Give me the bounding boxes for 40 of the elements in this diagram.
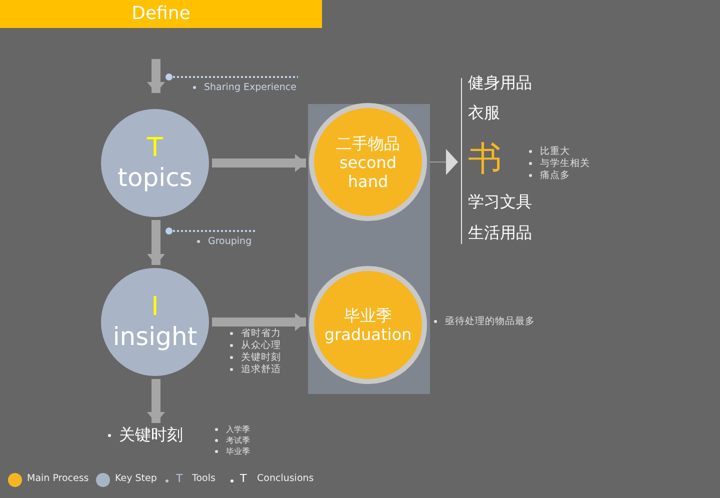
bullet-item: 关键时刻 — [230, 353, 281, 364]
bullet-item: 比重大 — [529, 147, 570, 158]
legend-label: Tools — [192, 474, 216, 485]
bullet-item: 从众心理 — [230, 341, 281, 352]
arrow — [147, 379, 165, 423]
bullet-item: 毕业季 — [215, 447, 250, 456]
step-letter: T — [147, 133, 163, 163]
legend-label: Main Process — [27, 474, 89, 485]
process-label: second hand — [338, 152, 398, 190]
process-label: 二手物品 — [335, 134, 401, 152]
item-text: 健身用品 — [468, 74, 532, 92]
arrow — [212, 154, 306, 172]
bullet-item: 与学生相关 — [529, 159, 590, 170]
bullet-item: 考试季 — [215, 436, 250, 446]
legend-symbol: T — [176, 473, 183, 486]
bullet-item: 痛点多 — [529, 171, 570, 182]
annotation-text: Grouping — [197, 237, 252, 248]
annotation-text: Sharing Experience — [193, 83, 296, 94]
legend-symbol: T — [240, 473, 247, 486]
process-label: 毕业季 — [343, 306, 393, 325]
title-bar: Define — [0, 0, 322, 28]
item-text: 衣服 — [468, 104, 500, 122]
arrow — [147, 220, 165, 265]
bullet-item: 入学季 — [215, 425, 250, 434]
note-text: 亟待处理的物品最多 — [434, 317, 535, 328]
key-moment-text: 关键时刻 — [108, 426, 183, 444]
arrow — [212, 313, 306, 331]
bullet-item: 追求舒适 — [230, 365, 281, 376]
chevron-arrow — [430, 149, 458, 175]
arrow — [147, 59, 165, 93]
highlight-item: 书 — [468, 140, 502, 180]
step-title: insight — [112, 322, 198, 352]
bullet-item: 省时省力 — [230, 329, 281, 340]
item-text: 生活用品 — [468, 224, 532, 242]
item-text: 学习文具 — [468, 193, 532, 212]
step-letter: I — [151, 292, 159, 322]
legend-label: Key Step — [115, 474, 157, 485]
step-title: topics — [118, 163, 192, 193]
process-label: graduation — [323, 325, 413, 344]
legend-label: Conclusions — [257, 474, 314, 485]
